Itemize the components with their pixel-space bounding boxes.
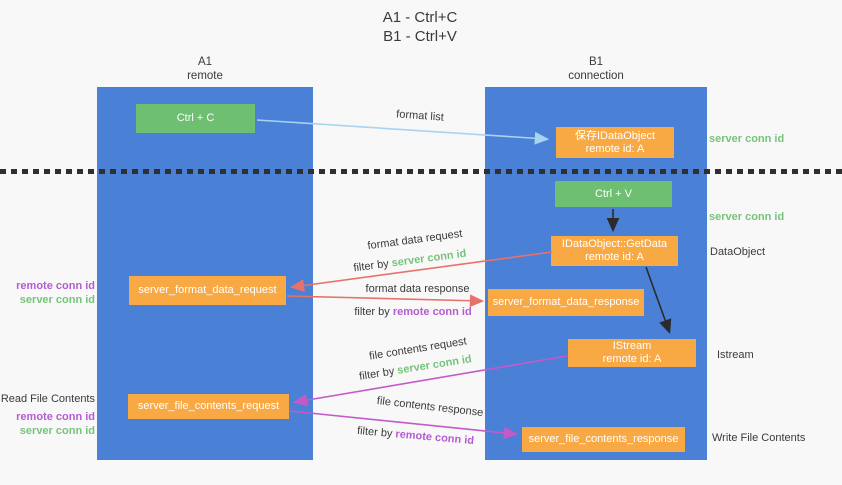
node-idataobject-getdata: IDataObject::GetData remote id: A bbox=[551, 236, 678, 266]
label-server-conn-id-mid-left: server conn id bbox=[19, 294, 95, 306]
dotted-separator-line bbox=[0, 169, 842, 174]
node-save-idataobject-line2: remote id: A bbox=[585, 142, 645, 155]
filter-prefix-1: filter by bbox=[352, 257, 393, 275]
node-istream: IStream remote id: A bbox=[568, 339, 696, 367]
node-ctrl-c-label: Ctrl + C bbox=[176, 112, 215, 124]
node-idataobject-getdata-line1: IDataObject::GetData bbox=[561, 238, 668, 250]
label-file-contents-response: file contents response bbox=[376, 394, 484, 420]
node-server-file-contents-response: server_file_contents_response bbox=[522, 427, 685, 452]
filter-prefix-3: filter by bbox=[358, 364, 399, 383]
node-istream-line2: remote id: A bbox=[602, 353, 662, 365]
label-filter-by-remote-conn-id-2: filter by remote conn id bbox=[338, 423, 494, 449]
filter-prefix-4: filter by bbox=[356, 424, 396, 441]
label-format-list: format list bbox=[395, 108, 445, 124]
node-server-file-contents-request-label: server_file_contents_request bbox=[137, 400, 280, 412]
lane-header-b1: B1 connection bbox=[485, 55, 707, 83]
node-idataobject-getdata-line2: remote id: A bbox=[585, 251, 644, 263]
label-server-conn-id-bottom-left: server conn id bbox=[19, 425, 95, 437]
node-server-format-data-response-label: server_format_data_response bbox=[492, 296, 640, 308]
filter-prefix-2: filter by bbox=[354, 306, 393, 318]
label-istream: Istream bbox=[717, 349, 754, 361]
lane-b1-subtitle: connection bbox=[568, 70, 624, 82]
lane-a1-subtitle: remote bbox=[187, 70, 223, 82]
node-server-format-data-response: server_format_data_response bbox=[488, 289, 644, 316]
node-save-idataobject-line1: 保存IDataObject bbox=[574, 129, 656, 142]
filter-value-remote-1: remote conn id bbox=[392, 306, 472, 318]
node-server-file-contents-response-label: server_file_contents_response bbox=[528, 433, 679, 445]
node-server-format-data-request: server_format_data_request bbox=[129, 276, 286, 305]
label-format-data-response: format data response bbox=[365, 283, 470, 295]
lane-header-a1: A1 remote bbox=[97, 55, 313, 83]
filter-value-server-1: server conn id bbox=[390, 247, 468, 270]
node-ctrl-v-label: Ctrl + V bbox=[595, 187, 632, 200]
lane-b1-title: B1 bbox=[588, 56, 604, 68]
label-remote-conn-id-mid-left: remote conn id bbox=[16, 280, 95, 292]
node-ctrl-v: Ctrl + V bbox=[555, 181, 672, 207]
node-server-file-contents-request: server_file_contents_request bbox=[128, 394, 289, 419]
node-istream-line1: IStream bbox=[612, 340, 652, 352]
label-remote-conn-id-bottom-left: remote conn id bbox=[16, 411, 95, 423]
label-read-file-contents: Read File Contents bbox=[0, 393, 95, 405]
label-dataobject: DataObject bbox=[710, 246, 766, 258]
title-line-2: B1 - Ctrl+V bbox=[383, 28, 457, 45]
diagram-title: A1 - Ctrl+C B1 - Ctrl+V bbox=[300, 8, 540, 46]
filter-value-remote-2: remote conn id bbox=[394, 428, 475, 448]
label-server-conn-id-top-right: server conn id bbox=[709, 133, 785, 145]
title-line-1: A1 - Ctrl+C bbox=[382, 9, 458, 26]
node-server-format-data-request-label: server_format_data_request bbox=[138, 284, 277, 296]
label-server-conn-id-mid-right: server conn id bbox=[709, 211, 785, 223]
arrow-format-data-response bbox=[286, 294, 485, 308]
node-save-idataobject: 保存IDataObject remote id: A bbox=[556, 127, 674, 158]
lane-a1-title: A1 bbox=[197, 56, 213, 68]
node-ctrl-c: Ctrl + C bbox=[136, 104, 255, 133]
label-filter-by-remote-conn-id-1: filter by remote conn id bbox=[338, 306, 488, 319]
label-write-file-contents: Write File Contents bbox=[712, 432, 806, 444]
